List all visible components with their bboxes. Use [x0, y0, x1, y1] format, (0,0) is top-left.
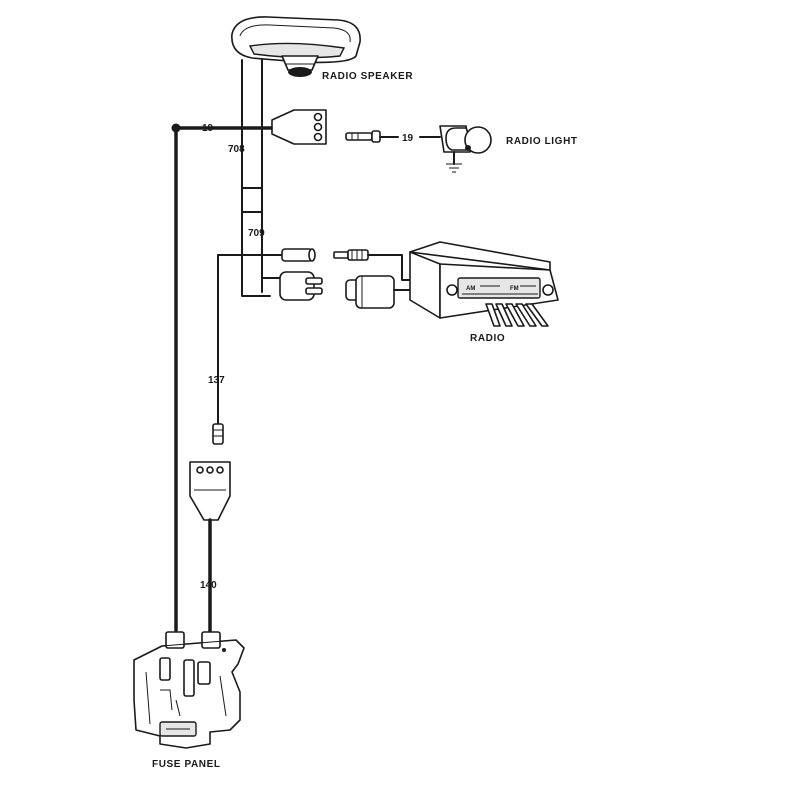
radio-am-label: AM [466, 286, 475, 292]
radio-speaker [231, 16, 361, 77]
wire-140-label: 140 [200, 580, 217, 591]
wire-19-label: 19 [202, 123, 214, 134]
power-bullet-female [281, 248, 316, 262]
speaker-plug-male [345, 275, 395, 309]
fuse-feed-connector [189, 461, 231, 521]
speaker-lead-left [241, 59, 271, 297]
radio-light-label: RADIO LIGHT [506, 136, 578, 147]
radio-fm-label: FM [510, 286, 519, 292]
fuse-panel [133, 631, 245, 749]
wire-709-label: 709 [248, 228, 265, 239]
wire-137-bullet [212, 423, 224, 445]
radio-label: RADIO [470, 333, 505, 344]
radio-unit: AM FM [409, 241, 559, 327]
fuse-panel-label: FUSE PANEL [152, 759, 221, 770]
wire-137-label: 137 [208, 375, 225, 386]
radio-light-bulb [439, 125, 492, 173]
speaker-plug-female [279, 271, 323, 301]
light-bullet-connector [345, 130, 381, 143]
wire-708-label: 708 [228, 144, 245, 155]
light-connector [271, 109, 327, 145]
radio-speaker-label: RADIO SPEAKER [322, 71, 413, 82]
wire-19-light-label: 19 [402, 133, 414, 144]
power-bullet-male [333, 249, 369, 261]
